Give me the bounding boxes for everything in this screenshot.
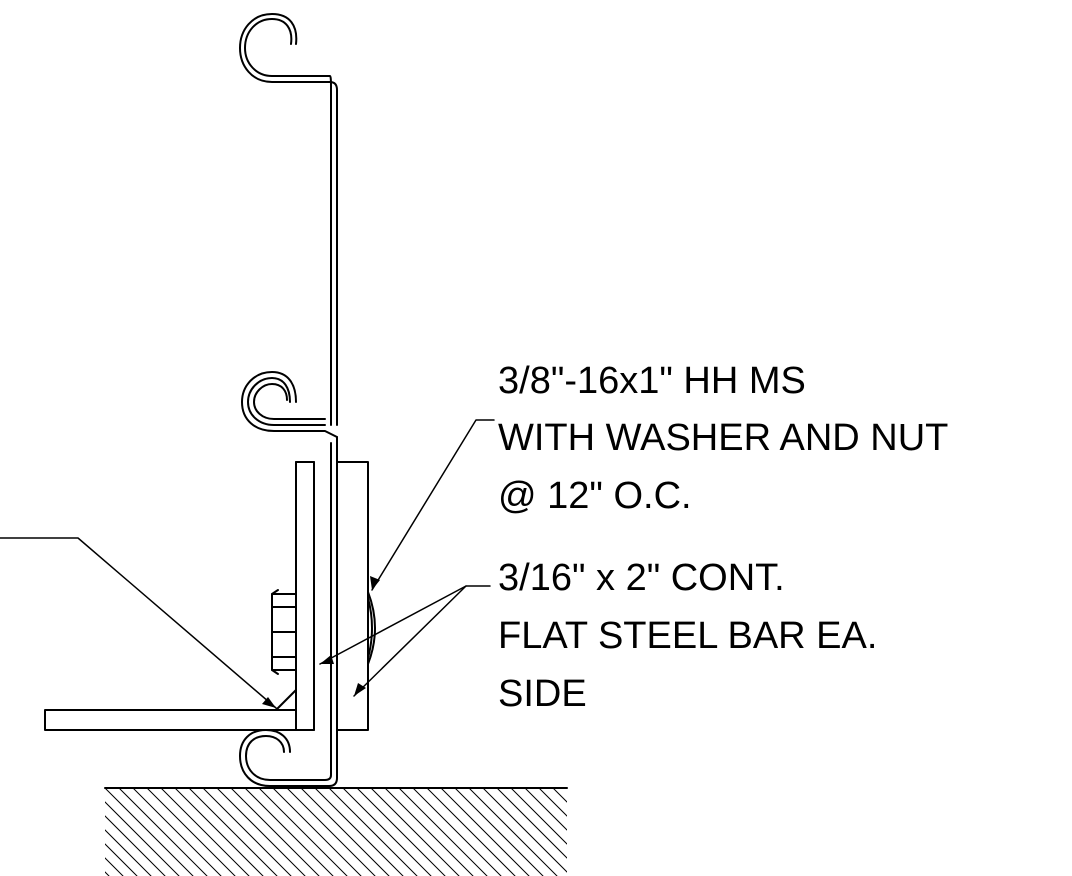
washer-and-nut xyxy=(367,591,376,665)
annotation-bolt-line1: 3/8"-16x1" HH MS xyxy=(498,360,806,402)
upper-sheet-panel xyxy=(239,13,338,426)
arrowhead-bolt xyxy=(370,576,380,590)
annotation-bolt-line3: @ 12" O.C. xyxy=(498,475,692,517)
arrowhead-bar-right xyxy=(354,683,366,696)
annotation-bar-line1: 3/16" x 2" CONT. xyxy=(498,557,785,599)
annotation-bar: 3/16" x 2" CONT. FLAT STEEL BAR EA. SIDE xyxy=(498,557,877,715)
lower-sheet-panel xyxy=(239,436,338,787)
steel-angle xyxy=(44,461,315,731)
leader-bolt xyxy=(371,419,495,591)
bolt-head xyxy=(271,589,297,675)
leader-angle xyxy=(0,537,277,709)
annotation-bolt: 3/8"-16x1" HH MS WITH WASHER AND NUT @ 1… xyxy=(498,360,948,517)
middle-hook xyxy=(241,371,338,438)
flat-steel-bar-left xyxy=(295,461,315,731)
annotation-cutoff-mark: ' xyxy=(0,451,1,493)
arrowhead-angle xyxy=(262,697,276,708)
leader-bar xyxy=(319,585,491,697)
annotation-bolt-line2: WITH WASHER AND NUT xyxy=(498,417,948,459)
flat-steel-bar-right xyxy=(336,461,369,731)
arrowhead-bar-left xyxy=(320,655,334,664)
ground-hatch xyxy=(104,787,568,876)
annotation-bar-line2: FLAT STEEL BAR EA. xyxy=(498,615,877,657)
annotation-bar-line3: SIDE xyxy=(498,673,587,715)
